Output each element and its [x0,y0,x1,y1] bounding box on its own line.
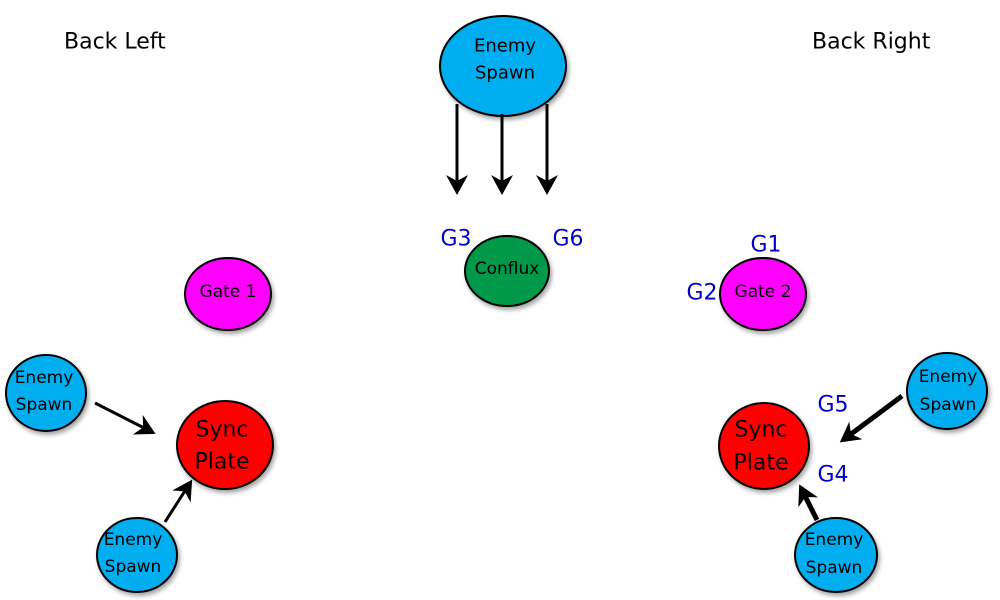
right-enemy-spawn-top: Enemy Spawn [906,352,988,430]
left-arrows [94,401,193,523]
left-spawn-bottom-line2: Spawn [105,557,162,577]
left-plate-line1: Sync [195,418,248,443]
gate-1-node: Gate 1 [184,257,272,331]
back-left-label: Back Left [64,30,166,55]
right-plate-line1: Sync [734,418,787,443]
back-right-label: Back Right [812,30,931,55]
left-spawn-top-line2: Spawn [16,395,73,415]
right-enemy-spawn-bottom: Enemy Spawn [794,517,878,593]
top-spawn-arrows [446,104,558,195]
gate-2-node: Gate 2 [719,257,807,331]
conflux-label: Conflux [475,259,540,279]
g4-label: G4 [817,463,848,488]
conflux-node: Conflux [464,235,550,307]
left-enemy-spawn-top: Enemy Spawn [5,354,87,432]
g6-label: G6 [552,227,583,252]
top-enemy-spawn: Enemy Spawn [439,15,567,117]
g2-label: G2 [686,281,717,306]
right-spawn-bottom-line2: Spawn [806,558,863,578]
right-spawn-top-line2: Spawn [920,395,977,415]
g1-label: G1 [750,233,781,258]
gate-1-label: Gate 1 [200,282,257,302]
left-enemy-spawn-bottom: Enemy Spawn [96,517,178,593]
right-spawn-top-line1: Enemy [919,367,978,387]
g5-label: G5 [817,393,848,418]
left-spawn-top-line1: Enemy [15,368,74,388]
g3-label: G3 [440,227,471,252]
arrow-left-top-to-plate [94,401,156,435]
right-spawn-bottom-line1: Enemy [805,530,864,550]
arrow-right-top-to-plate [839,393,904,443]
left-sync-plate: Sync Plate [176,400,274,490]
top-spawn-line1: Enemy [474,36,536,57]
top-spawn-line2: Spawn [475,63,535,84]
left-plate-line2: Plate [194,450,249,475]
left-spawn-bottom-line1: Enemy [104,530,163,550]
arrow-right-bottom-to-plate [798,484,820,522]
right-arrows [798,393,904,522]
arrow-left-bottom-to-plate [163,479,193,523]
right-sync-plate: Sync Plate [718,402,810,490]
gate-2-label: Gate 2 [735,282,792,302]
right-plate-line2: Plate [733,451,788,476]
